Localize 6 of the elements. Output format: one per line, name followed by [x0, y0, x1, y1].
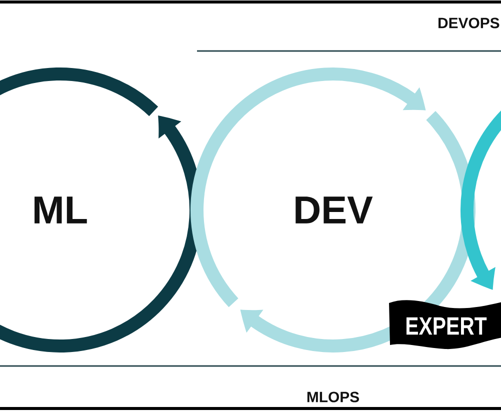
- banner: EXPERT: [389, 300, 501, 350]
- node-label: ML: [34, 196, 87, 224]
- section-label: MLOPS: [307, 392, 359, 402]
- arrow-circle: [460, 109, 501, 289]
- section-label: DEVOPS: [438, 18, 500, 28]
- node-label: DEV: [296, 196, 373, 224]
